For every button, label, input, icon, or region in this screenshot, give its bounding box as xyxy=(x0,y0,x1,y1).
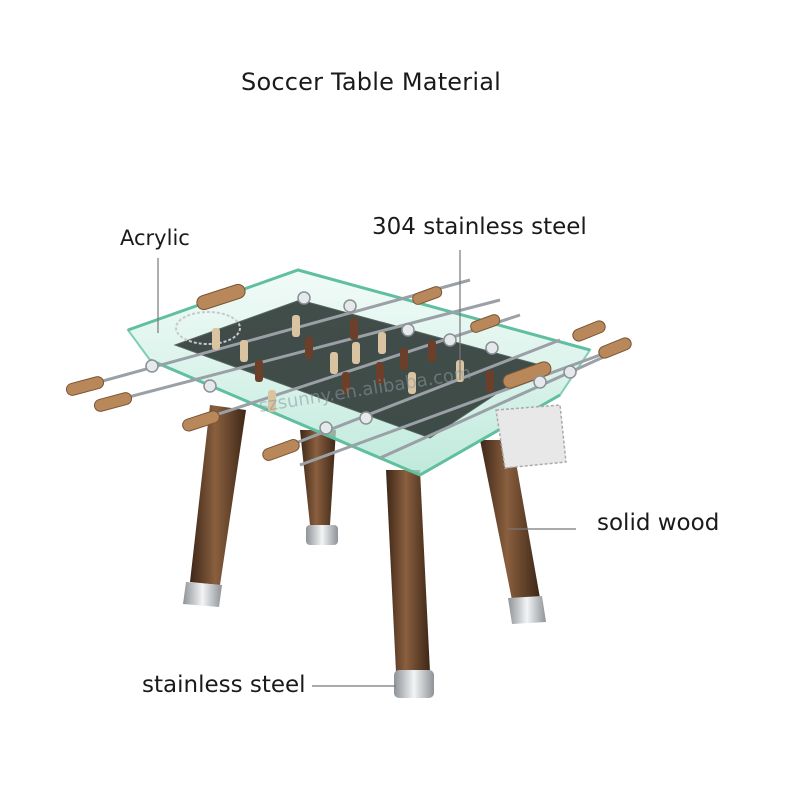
rod-handles xyxy=(65,283,632,461)
label-acrylic: Acrylic xyxy=(120,226,190,250)
players xyxy=(212,315,494,412)
label-stainless-steel: stainless steel xyxy=(142,672,306,698)
leg-front-right xyxy=(386,470,434,698)
label-304-stainless-steel: 304 stainless steel xyxy=(372,214,587,240)
goal-nets xyxy=(175,311,567,469)
leg-back-left xyxy=(300,430,338,545)
rod-bumpers xyxy=(145,291,577,435)
player-rods xyxy=(69,278,629,467)
annotation-leader-lines xyxy=(157,250,576,687)
leg-back-right xyxy=(480,440,546,624)
leg-front-left xyxy=(183,405,246,607)
table-legs xyxy=(183,405,546,698)
diagram-title: Soccer Table Material xyxy=(241,68,501,96)
label-solid-wood: solid wood xyxy=(597,510,720,536)
